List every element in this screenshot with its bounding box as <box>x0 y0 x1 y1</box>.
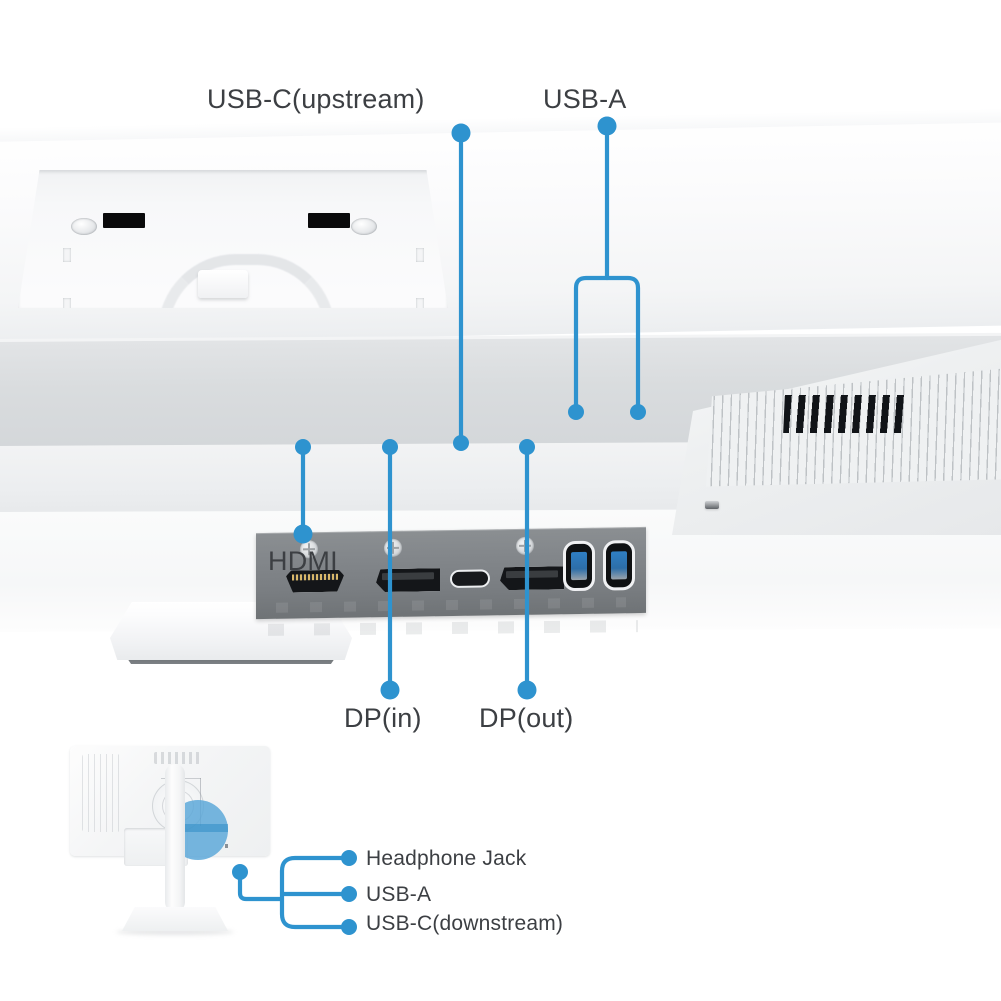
io-highlight-band <box>168 824 228 832</box>
monitor-rear-illustration <box>0 108 1001 690</box>
stand-release-tab <box>198 270 248 298</box>
label-usb-c-upstream: USB-C(upstream) <box>207 84 425 114</box>
usb-c-upstream-port[interactable] <box>452 571 488 586</box>
vesa-black-slot <box>103 213 145 228</box>
panel-screw-icon <box>384 538 402 558</box>
thumbnail-base-shadow <box>116 929 234 935</box>
label-usb-a-downstream: USB-A <box>366 883 432 906</box>
kensington-slot-icon <box>705 501 719 509</box>
dp-inner-slot <box>382 572 434 580</box>
monitor-thumbnail-rear-view <box>60 742 310 942</box>
thumbnail-texture <box>82 754 120 832</box>
label-headphone-jack: Headphone Jack <box>366 847 527 870</box>
dp-inner-slot <box>506 570 558 578</box>
thumbnail-port-marker <box>225 844 228 848</box>
vesa-notch <box>416 248 424 262</box>
dp-in-port[interactable] <box>376 568 440 592</box>
panel-silkscreen-text <box>276 597 626 613</box>
usb-a-tongue <box>611 551 627 580</box>
label-dp-in: DP(in) <box>344 703 422 733</box>
vesa-screw-hole <box>351 218 377 235</box>
callout-dot-headphone-jack <box>341 850 357 866</box>
brand-logo <box>154 752 200 764</box>
label-usb-c-downstream: USB-C(downstream) <box>366 912 564 935</box>
panel-screw-icon <box>516 536 534 555</box>
vesa-mount-recess <box>18 170 448 308</box>
thumbnail-stand-column <box>165 764 185 912</box>
callout-dot-usb-a-downstream <box>341 886 357 902</box>
vesa-notch <box>63 298 71 308</box>
thumbnail-stand-base <box>122 907 228 931</box>
dp-out-port[interactable] <box>500 566 564 590</box>
vesa-screw-hole <box>71 218 97 235</box>
callout-dot-usb-c-downstream <box>341 919 357 935</box>
usb-a-tongue <box>571 551 587 581</box>
label-usb-a-top: USB-A <box>543 84 627 114</box>
usb-a-port-1[interactable] <box>566 543 592 589</box>
label-hdmi: HDMI <box>268 546 338 576</box>
label-dp-out: DP(out) <box>479 703 574 733</box>
vent-dark-slots <box>783 395 907 433</box>
vesa-black-slot <box>308 213 350 228</box>
usb-a-port-2[interactable] <box>606 543 632 588</box>
vesa-notch <box>416 298 424 308</box>
vesa-notch <box>63 248 71 262</box>
port-label-etching <box>268 620 638 636</box>
